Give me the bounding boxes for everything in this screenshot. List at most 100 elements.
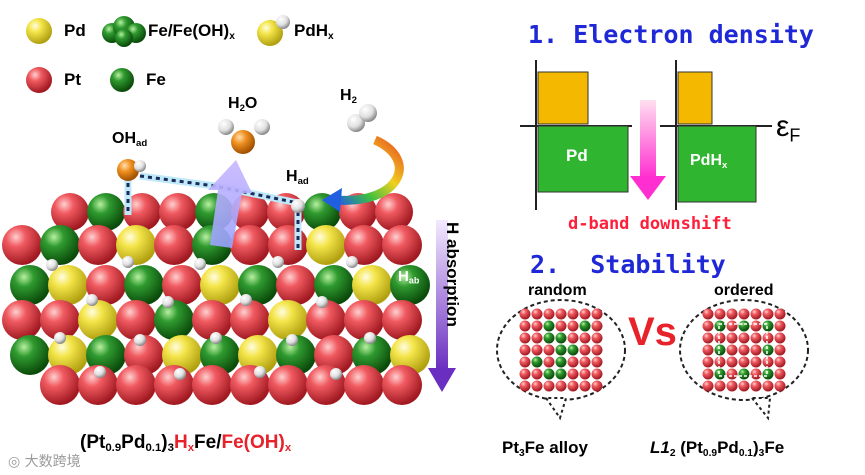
grid-atom (592, 309, 603, 320)
grid-atom (775, 345, 786, 356)
h2-dissociation-arrow (335, 140, 399, 200)
grid-atom (751, 345, 762, 356)
grid-atom (703, 333, 714, 344)
grid-atom (763, 333, 774, 344)
grid-atom (751, 321, 762, 332)
grid-atom (751, 309, 762, 320)
grid-atom (580, 345, 591, 356)
grid-atom (520, 321, 531, 332)
grid-atom (592, 369, 603, 380)
grid-atom (556, 321, 567, 332)
grid-atom (703, 357, 714, 368)
grid-atom (775, 309, 786, 320)
grid-atom (532, 309, 543, 320)
h2-molecule (347, 104, 377, 132)
grid-atom (532, 381, 543, 392)
slab-atom (40, 365, 80, 405)
pd-occupied-band (538, 72, 588, 124)
band-diagram (520, 60, 772, 210)
slab-atom (192, 365, 232, 405)
slab-atom (352, 265, 392, 305)
grid-atom (775, 321, 786, 332)
grid-atom (544, 369, 555, 380)
hydrogen-atom (94, 366, 106, 378)
h-absorption-label: H absorption (442, 222, 462, 327)
ordered-alloy-panel (680, 300, 808, 418)
hydrogen-atom (162, 296, 174, 308)
grid-atom (715, 345, 726, 356)
grid-atom (532, 345, 543, 356)
grid-atom (580, 357, 591, 368)
grid-atom (763, 357, 774, 368)
grid-atom (763, 309, 774, 320)
grid-atom (715, 357, 726, 368)
legend-fe-cluster (102, 16, 146, 47)
grid-atom (544, 357, 555, 368)
grid-atom (532, 333, 543, 344)
hydrogen-atom (272, 256, 284, 268)
legend-pdhx-label: PdHx (294, 21, 334, 42)
grid-atom (775, 333, 786, 344)
grid-atom (580, 369, 591, 380)
pdhx-occupied-band (678, 72, 712, 124)
grid-atom (580, 309, 591, 320)
grid-atom (544, 321, 555, 332)
slab-atom (344, 365, 384, 405)
h-absorption-arrowhead (428, 368, 456, 392)
slab-atom (276, 265, 316, 305)
grid-atom (751, 357, 762, 368)
hydrogen-atom (54, 332, 66, 344)
hydrogen-atom (134, 334, 146, 346)
pd-band-label: Pd (566, 146, 588, 166)
slab-atom (48, 265, 88, 305)
grid-atom (556, 381, 567, 392)
grid-atom (568, 381, 579, 392)
grid-atom (592, 357, 603, 368)
ordered-label: ordered (714, 282, 774, 300)
grid-atom (703, 369, 714, 380)
grid-atom (775, 357, 786, 368)
grid-atom (568, 321, 579, 332)
slab-atom (230, 225, 270, 265)
slab-atom (116, 365, 156, 405)
grid-atom (763, 381, 774, 392)
hydrogen-atom (286, 334, 298, 346)
grid-atom (544, 333, 555, 344)
fermi-level-label: εF (776, 110, 800, 146)
slab-atom (306, 225, 346, 265)
h-ad-label: Had (286, 168, 309, 187)
slab-atom (116, 225, 156, 265)
grid-atom (727, 357, 738, 368)
grid-atom (556, 309, 567, 320)
random-alloy-caption: Pt3Fe alloy (502, 438, 588, 459)
grid-atom (727, 333, 738, 344)
grid-atom (592, 345, 603, 356)
grid-atom (751, 381, 762, 392)
grid-atom (703, 381, 714, 392)
legend-fe-sphere (110, 68, 134, 92)
slab-atom (124, 265, 164, 305)
slab-atom (2, 300, 42, 340)
grid-atom (544, 309, 555, 320)
hydrogen-atom (194, 258, 206, 270)
grid-atom (703, 345, 714, 356)
grid-atom (727, 381, 738, 392)
hydrogen-atom (364, 332, 376, 344)
grid-atom (592, 321, 603, 332)
grid-atom (751, 333, 762, 344)
slab-atom (154, 300, 194, 340)
stability-heading: 2. Stability (530, 250, 726, 279)
slab-atom (382, 300, 422, 340)
grid-atom (739, 357, 750, 368)
slab-atom (2, 225, 42, 265)
electron-density-heading: 1. Electron density (528, 20, 814, 49)
downshift-arrowhead (630, 176, 666, 200)
grid-atom (727, 345, 738, 356)
slab-atom (10, 265, 50, 305)
grid-atom (544, 345, 555, 356)
slab-atom (230, 300, 270, 340)
watermark: ◎ 大数跨境 (8, 451, 81, 471)
slab-atom (375, 193, 413, 231)
grid-atom (739, 333, 750, 344)
grid-atom (703, 321, 714, 332)
